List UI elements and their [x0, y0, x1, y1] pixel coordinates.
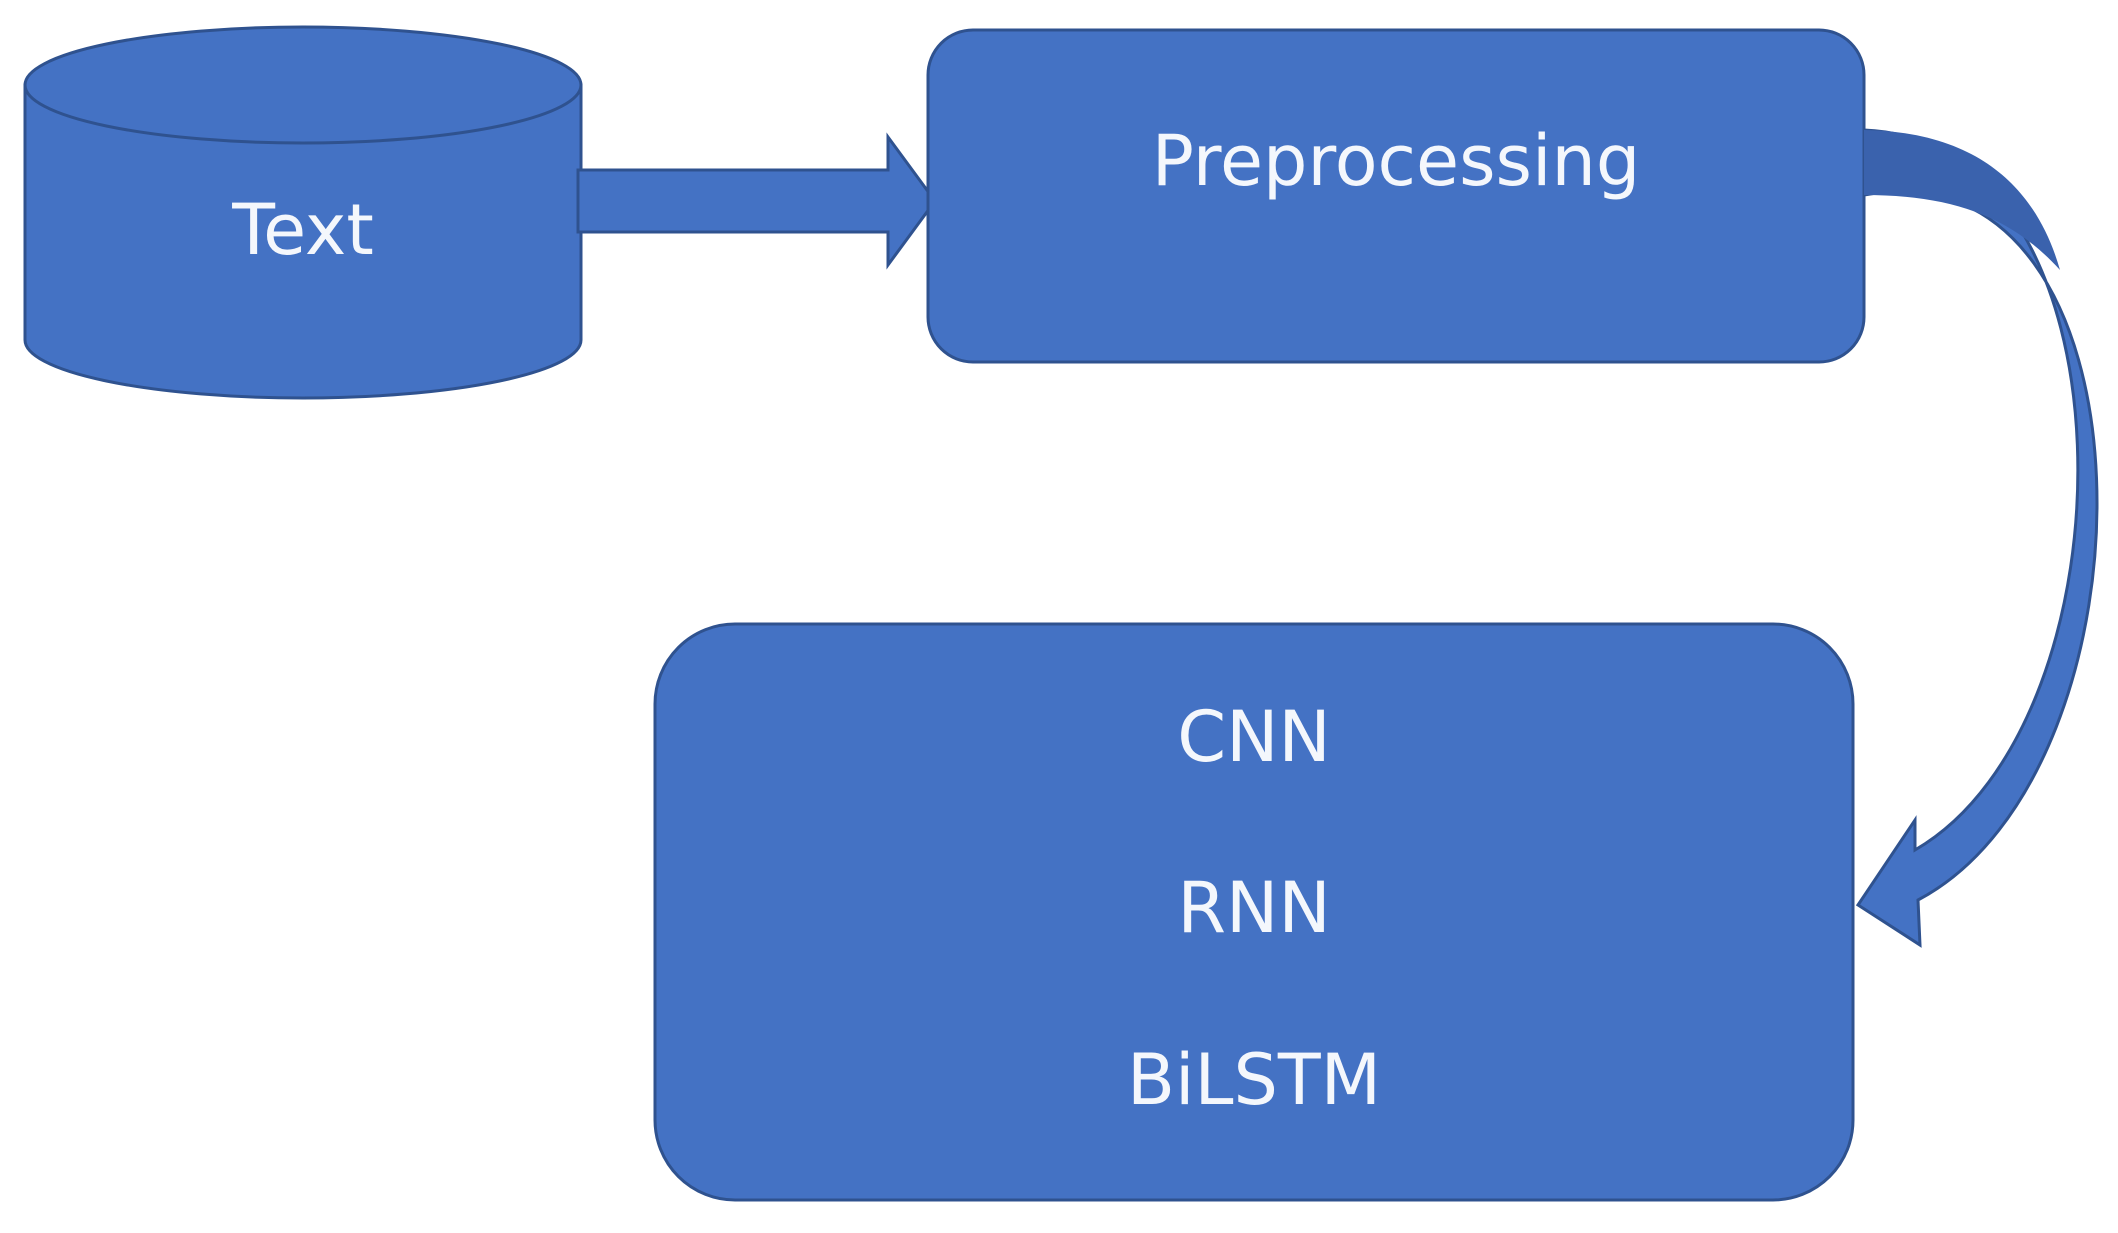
model-item-rnn: RNN [1177, 867, 1330, 949]
preprocessing-node: Preprocessing [926, 28, 1866, 364]
models-box [653, 622, 1855, 1202]
model-item-cnn: CNN [1177, 696, 1331, 778]
cylinder-top [23, 25, 583, 145]
curved-arrow-body [1855, 128, 2099, 948]
curved-arrow-shade [1864, 130, 2060, 270]
arrow-text-to-preprocessing [576, 132, 937, 270]
text-source-node: Text [23, 25, 583, 400]
model-item-bilstm: BiLSTM [1127, 1039, 1381, 1121]
preprocessing-label: Preprocessing [1152, 120, 1641, 202]
text-source-label: Text [231, 189, 374, 271]
cylinder-body [23, 83, 583, 400]
models-node: CNN RNN BiLSTM [653, 622, 1855, 1202]
arrow-preprocessing-to-models [1855, 128, 2099, 948]
